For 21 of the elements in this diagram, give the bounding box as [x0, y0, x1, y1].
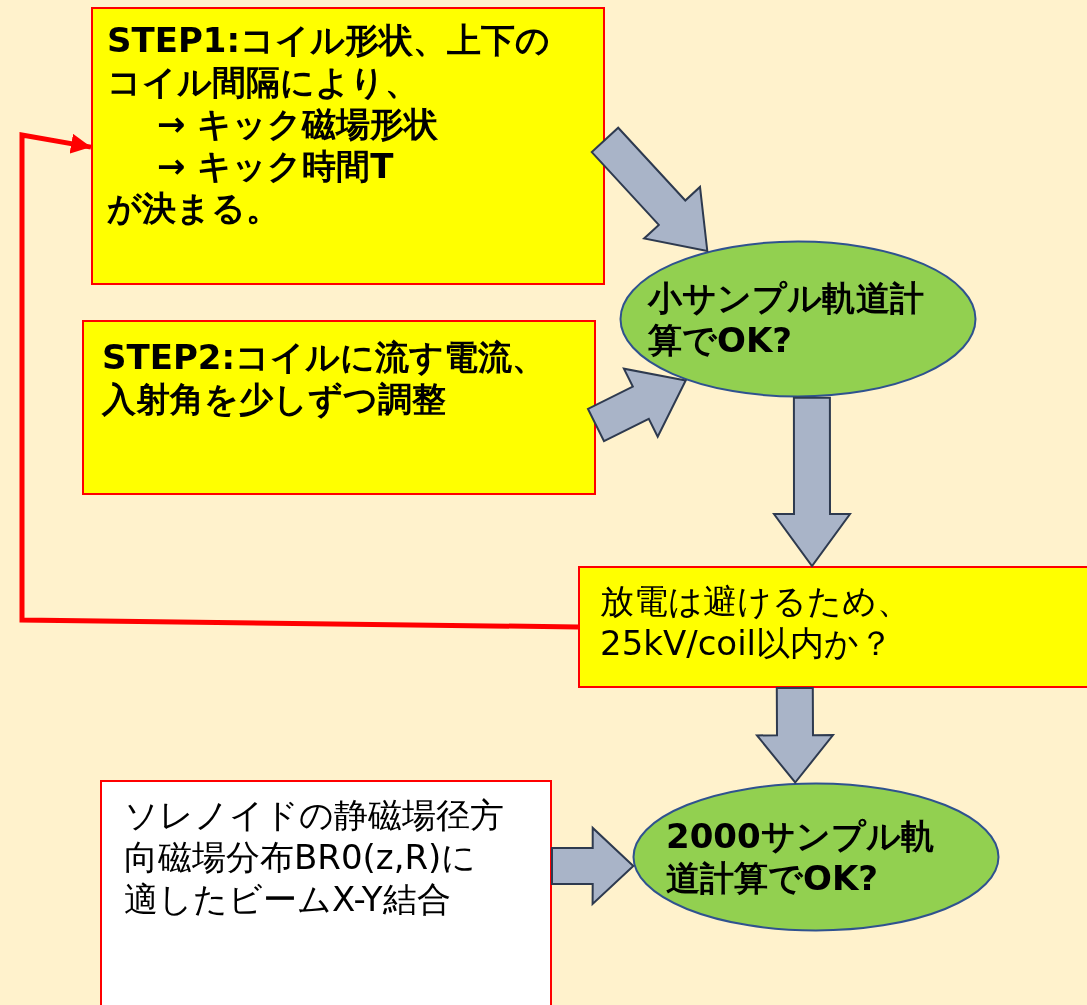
block-arrow — [590, 126, 709, 253]
block-arrow — [754, 686, 836, 785]
condition-box — [578, 566, 1087, 688]
decision-ellipse — [632, 782, 1000, 932]
node-label: → キック時間T — [157, 145, 395, 187]
step-box — [91, 7, 605, 285]
note-box — [100, 780, 552, 1005]
node-label: 2000サンプル軌道計算でOK? — [666, 815, 936, 899]
node-label: 小サンプル軌道計算でOK? — [648, 277, 925, 361]
feedback-arrow — [19, 132, 579, 630]
block-arrow — [551, 825, 635, 907]
decision-ellipse — [619, 240, 977, 398]
block-arrow — [772, 396, 852, 568]
step-box — [82, 320, 596, 495]
block-arrow — [586, 367, 688, 443]
node-label: が決まる。 — [107, 187, 281, 229]
node-label: STEP2:コイルに流す電流、入射角を少しずつ調整 — [102, 336, 548, 420]
node-label: → キック磁場形状 — [157, 103, 440, 145]
node-label: ソレノイドの静磁場径方向磁場分布BR0(z,R)に適したビームX-Y結合 — [124, 794, 504, 920]
node-label: 放電は避けるため、25kV/coil以内か？ — [600, 580, 912, 664]
node-label: STEP1:コイル形状、上下のコイル間隔により、 — [107, 19, 552, 103]
